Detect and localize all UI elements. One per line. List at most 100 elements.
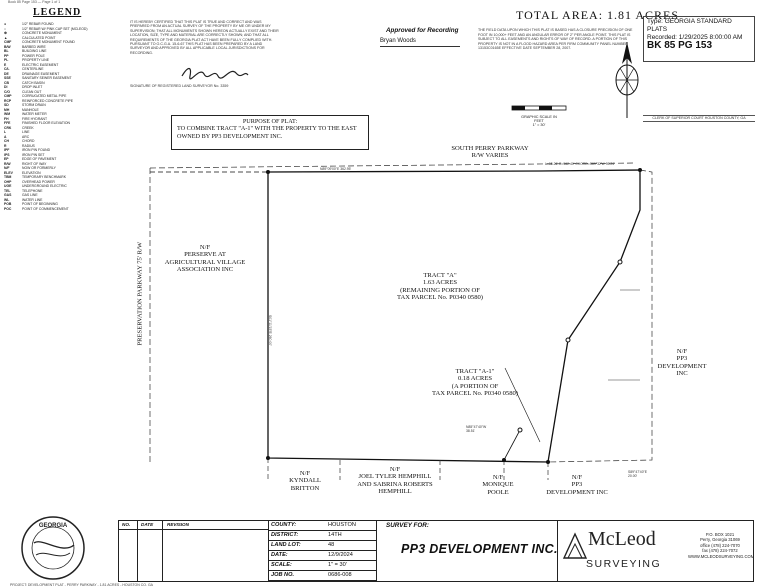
legend-value: OVERHEAD POWER bbox=[22, 179, 55, 184]
revision-col-no: NO. bbox=[122, 522, 131, 527]
signature-caption: SIGNATURE OF REGISTERED LAND SURVEYOR No… bbox=[130, 84, 229, 88]
job-info-value: 14TH bbox=[328, 532, 342, 538]
legend-value: RADIUS bbox=[22, 143, 35, 148]
legend-key: ○ bbox=[4, 26, 7, 31]
recording-type: Type: GEORGIA STANDARD PLATS bbox=[647, 18, 732, 33]
label-line: P.O. BOX 1021 bbox=[705, 532, 735, 537]
label-line: 0.18 ACRES bbox=[457, 375, 493, 383]
purpose-text: TO COMBINE TRACT "A-1" WITH THE PROPERTY… bbox=[177, 125, 357, 140]
rebar-marker bbox=[565, 337, 571, 343]
label-line: N/F bbox=[492, 474, 504, 481]
legend-value: RIGHT OF WAY bbox=[22, 161, 47, 166]
legend-key: BL bbox=[4, 49, 9, 53]
legend-value: CORRUGATED METAL PIPE bbox=[22, 94, 67, 98]
tract-a-label: TRACT "A"1.63 ACRES(REMAINING PORTION OF… bbox=[370, 272, 510, 302]
legend-value: GAS LINE bbox=[22, 193, 38, 197]
client-name: PP3 DEVELOPMENT INC. bbox=[401, 542, 558, 556]
legend-key: POB bbox=[4, 202, 12, 206]
company-name: McLeod bbox=[588, 528, 656, 550]
legend-value: CLEAN OUT bbox=[22, 89, 42, 94]
legend-value: TELEPHONE bbox=[22, 188, 43, 193]
legend-key: N/F bbox=[4, 166, 10, 170]
label-line: N/F bbox=[676, 348, 688, 355]
legend-value: CATCH BASIN bbox=[22, 80, 45, 85]
tract-a1-line bbox=[503, 429, 521, 461]
legend-item: ▲CALCULATED POINT bbox=[4, 36, 128, 41]
survey-for-label: SURVEY FOR: bbox=[386, 522, 429, 529]
approval-name: Bryan Woods bbox=[380, 38, 416, 44]
legend-key: TBM bbox=[4, 175, 12, 179]
top-bearing-label: N89°09'00"E 362.95' bbox=[320, 167, 351, 171]
legend-key: CRK bbox=[4, 125, 12, 130]
legend-item: UGE UNDERGROUND ELECTRIC bbox=[4, 184, 128, 189]
job-info-key: SCALE: bbox=[271, 562, 292, 568]
legend-item: C/O CLEAN OUT bbox=[4, 90, 128, 95]
graphic-scale-label: GRAPHIC SCALE IN FEET 1" = 30' bbox=[519, 115, 559, 127]
job-info-value: 12/9/2024 bbox=[328, 552, 353, 558]
legend-value: POWER POLE bbox=[22, 53, 45, 58]
label-line: fax (478) 224-7072 bbox=[702, 548, 738, 554]
label-line: ASSOCIATION INC bbox=[176, 266, 234, 274]
legend-key: C/L bbox=[4, 67, 10, 71]
label-line: N/F bbox=[299, 470, 311, 477]
west-distance: 260.00' bbox=[268, 334, 272, 346]
legend-value: REINFORCED CONCRETE PIPE bbox=[22, 98, 74, 103]
legend-value: IRON PIN SET bbox=[22, 152, 45, 157]
job-info-row: COUNTY:HOUSTON bbox=[268, 521, 376, 531]
job-info-row: DISTRICT:14TH bbox=[268, 531, 376, 541]
survey-notes: THE FIELD DATA UPON WHICH THIS PLAT IS B… bbox=[478, 28, 633, 51]
legend-item: ●1/2" REBAR FOUND bbox=[4, 22, 128, 27]
road-top-name: SOUTH PERRY PARKWAY bbox=[451, 145, 529, 152]
label-line: WWW.MCLEODSURVEYING.COM bbox=[688, 553, 755, 559]
legend-value: CONCRETE MONUMENT bbox=[22, 31, 62, 35]
legend-key: EP bbox=[4, 157, 9, 161]
legend-key: C/O bbox=[4, 89, 11, 94]
legend-value: MANHOLE bbox=[22, 107, 39, 112]
legend-value: DROP INLET bbox=[22, 85, 43, 89]
clerk-caption: CLERK OF SUPERIOR COURT HOUSTON COUNTY, … bbox=[643, 115, 755, 122]
recording-date: Recorded: 1/29/2025 8:00:00 AM bbox=[647, 34, 743, 41]
legend-key: POC bbox=[4, 206, 12, 211]
job-info-value: 48 bbox=[328, 542, 335, 548]
legend-key: WL bbox=[4, 197, 10, 202]
legend-key: WM bbox=[4, 112, 11, 116]
graphic-scale-text: GRAPHIC SCALE IN FEET bbox=[521, 115, 557, 123]
legend-value: LINE bbox=[22, 130, 30, 134]
west-bearing-label: S01°11'15"E 260.00' bbox=[268, 315, 272, 346]
legend-key: UGE bbox=[4, 184, 12, 188]
label-line: BRITTON bbox=[290, 484, 320, 492]
legend-value: UNDERGROUND ELECTRIC bbox=[22, 184, 67, 188]
approval-label: Approved for Recording bbox=[386, 27, 459, 34]
job-info-key: JOB NO. bbox=[271, 572, 295, 578]
revision-col-date: DATE bbox=[141, 522, 154, 527]
job-info-row: JOB NO.0686-008 bbox=[268, 571, 376, 581]
legend-value: DRAINAGE EASEMENT bbox=[22, 71, 60, 76]
label-line: PP3 bbox=[676, 355, 688, 363]
legend-value: CONCRETE MONUMENT FOUND bbox=[22, 40, 75, 44]
job-info-key: LAND LOT: bbox=[271, 542, 301, 548]
total-area: TOTAL AREA: 1.81 ACRES bbox=[516, 8, 680, 22]
label-line: PERSERVE AT bbox=[184, 251, 226, 259]
legend-value: 1/2" REBAR FOUND bbox=[22, 22, 54, 26]
road-top-row: R/W VARIES bbox=[471, 152, 509, 160]
legend-value: BUILDING LINE bbox=[22, 49, 47, 53]
rebar-marker bbox=[266, 170, 270, 174]
label-line: PP3 bbox=[571, 481, 583, 489]
job-info-row: SCALE:1" = 30' bbox=[268, 561, 376, 571]
